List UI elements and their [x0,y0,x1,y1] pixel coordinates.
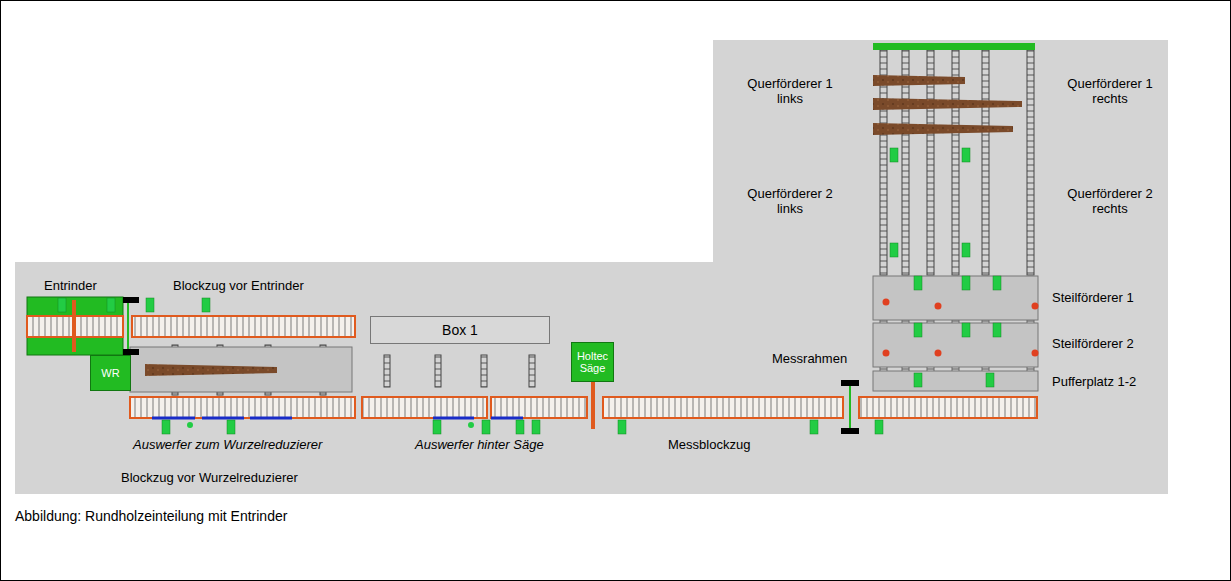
device-label: Messrahmen [772,351,842,366]
conveyor-label: Querförderer 1 rechts [1055,76,1165,106]
root-reducer-box: WR [90,355,131,391]
conveyor-label: Querförderer 1 links [735,76,845,106]
conveyor-label: Querförderer 2 rechts [1055,186,1165,216]
conveyor-label: Steilförderer 1 [1052,290,1162,305]
buffer-label: Pufferplatz 1-2 [1052,374,1162,389]
saw-box: Holtec Säge [571,342,614,382]
conveyor-label: Blockzug vor Wurzelreduzierer [121,470,341,485]
node-text: Holtec Säge [574,350,611,374]
box-station: Box 1 [370,316,550,344]
node-text: Box 1 [442,322,478,338]
ejector-label: Auswerfer zum Wurzelreduzierer [133,437,373,452]
ejector-label: Auswerfer hinter Säge [415,437,595,452]
conveyor-label: Querförderer 2 links [735,186,845,216]
figure-caption: Abbildung: Rundholzeinteilung mit Entrin… [15,509,615,524]
machine-label: Entrinder [44,278,124,293]
conveyor-label: Blockzug vor Entrinder [173,278,343,293]
node-text: WR [101,367,119,379]
conveyor-label: Steilförderer 2 [1052,336,1162,351]
conveyor-label: Messblockzug [668,437,778,452]
